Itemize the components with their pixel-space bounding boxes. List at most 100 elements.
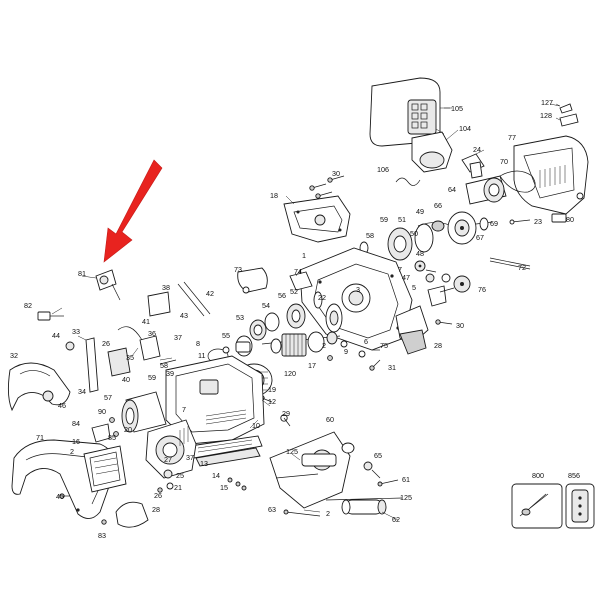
part-label: 18: [270, 191, 278, 200]
part-label: 1: [302, 251, 306, 260]
part-label: 9: [344, 347, 348, 356]
part-label: 43: [180, 311, 188, 320]
part-label: 72: [518, 263, 526, 272]
part-label: 8: [196, 339, 200, 348]
pin-63: [283, 509, 321, 517]
part-label: 47: [402, 273, 410, 282]
gasket-plate-16: [83, 445, 127, 493]
part-label: 120: [284, 369, 296, 378]
part-label: 125: [286, 447, 298, 456]
part-label: 70: [500, 157, 508, 166]
part-label: 21: [174, 483, 182, 492]
part-label: 85: [108, 433, 116, 442]
bracket-28: [399, 329, 427, 355]
part-label: 26: [154, 491, 162, 500]
main-housing-10: [165, 355, 265, 445]
small-parts-127-128: [549, 103, 579, 127]
screw-31: [369, 359, 381, 371]
part-label: 856: [568, 471, 580, 480]
part-label: 57: [104, 393, 112, 402]
part-label: 13: [200, 459, 208, 468]
part-label: 11: [198, 351, 205, 360]
tension-knob-76: [439, 275, 471, 293]
plate-80: [551, 213, 567, 223]
accessory-box-856: [565, 483, 595, 529]
part-label: 127: [541, 98, 553, 107]
part-label: 30: [332, 169, 340, 178]
part-label: 19: [268, 385, 276, 394]
part-label: 54: [262, 301, 270, 310]
screw-61: [377, 479, 399, 487]
part-label: 17: [308, 361, 316, 370]
part-label: 73: [234, 265, 242, 274]
part-label: 7: [182, 405, 186, 414]
pulley-assembly-64: [465, 161, 507, 205]
dust-bag-105: [369, 77, 452, 147]
plug-29: [280, 414, 291, 427]
fastener-65: [363, 461, 381, 479]
part-label: 52: [290, 287, 298, 296]
part-label: 27: [164, 455, 172, 464]
screw-30-right: [435, 319, 453, 325]
latch-73: [237, 267, 268, 294]
part-label: 55: [222, 331, 230, 340]
part-label: 22: [318, 293, 326, 302]
part-label: 77: [508, 133, 516, 142]
part-label: 44: [52, 331, 60, 340]
part-label: 45: [56, 492, 64, 501]
knob-parts-47-5: [425, 273, 451, 307]
part-label: 104: [459, 124, 471, 133]
part-label: 16: [72, 437, 80, 446]
gear-train: [359, 211, 493, 261]
part-label: 35: [126, 353, 134, 362]
part-label: 2: [326, 509, 330, 518]
part-label: 39: [166, 369, 174, 378]
part-label: 37: [174, 333, 182, 342]
part-81: [95, 269, 121, 301]
bearings-52-22-56: [286, 291, 343, 333]
part-label: 6: [364, 337, 368, 346]
pin-23: [509, 219, 531, 225]
part-label: 42: [206, 289, 214, 298]
gear-48: [414, 260, 437, 273]
switch-parts-84: [91, 417, 119, 443]
accessory-box-800: [511, 483, 563, 529]
part-label: 48: [416, 249, 424, 258]
part-label: 23: [534, 217, 542, 226]
cord-and-switch-parts: [37, 281, 211, 393]
roller-62: [325, 497, 403, 515]
part-label: 20: [124, 425, 132, 434]
part-label: 50: [410, 229, 418, 238]
roller-frame-60: [269, 431, 355, 509]
cover-28: [115, 501, 149, 528]
rings-8-11: [207, 346, 230, 364]
part-label: 63: [268, 505, 276, 514]
part-label: 2: [322, 341, 326, 350]
part-label: 3: [356, 285, 360, 294]
part-label: 32: [10, 351, 18, 360]
part-label: 76: [478, 285, 486, 294]
part-label: 29: [282, 409, 290, 418]
front-handle-32: [7, 362, 71, 412]
part-label: 71: [36, 433, 44, 442]
part-label: 59: [380, 215, 388, 224]
part-label: 34: [78, 387, 86, 396]
part-label: 66: [434, 201, 442, 210]
part-number-labels: 105 127 128 104 77 24 70 106 30 64 18 80…: [10, 98, 580, 540]
part-label: 65: [374, 451, 382, 460]
screws-15: [227, 477, 247, 491]
small-fasteners-9-2-75-6: [327, 340, 380, 361]
part-label: 36: [148, 329, 156, 338]
part-label: 106: [377, 165, 389, 174]
part-label: 10: [252, 421, 260, 430]
part-label: 31: [388, 363, 396, 372]
part-label: 82: [24, 301, 32, 310]
part-label: 105: [451, 104, 463, 113]
part-label: 14: [212, 471, 220, 480]
part-label: 60: [326, 415, 334, 424]
part-label: 75: [380, 341, 388, 350]
part-label: 51: [398, 215, 406, 224]
part-label: 49: [416, 207, 424, 216]
part-label: 90: [98, 407, 106, 416]
